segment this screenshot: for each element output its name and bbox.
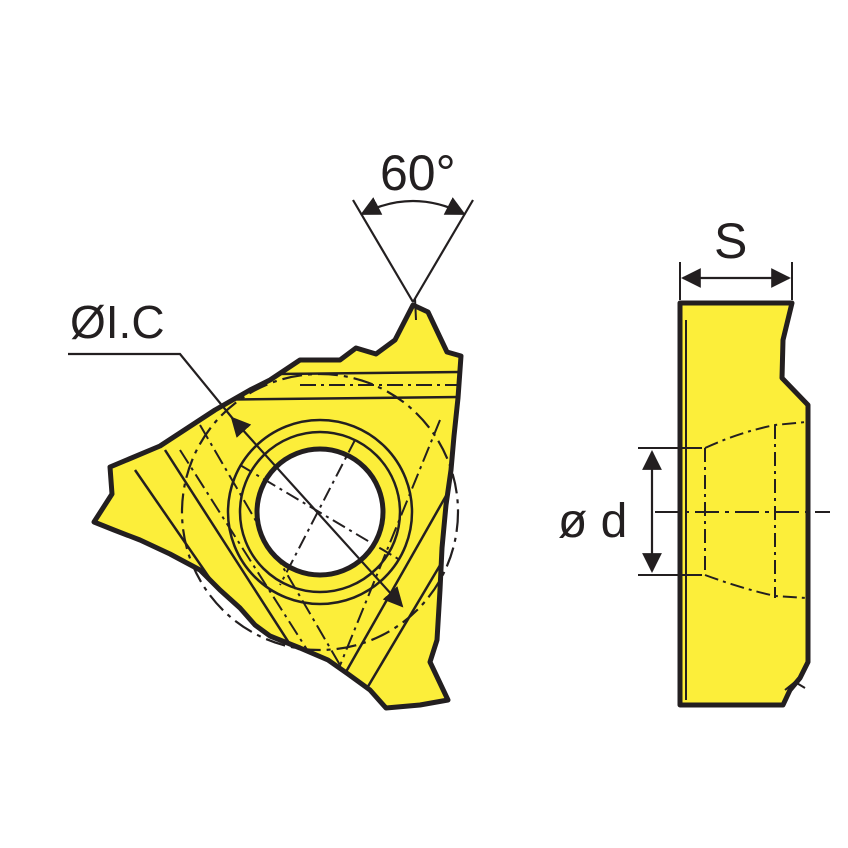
angle-dimension <box>352 197 474 303</box>
ic-arrow-line <box>230 416 404 608</box>
ic-label: ØI.C <box>70 296 165 348</box>
insert-front-view <box>91 297 464 711</box>
insert-side-view <box>655 300 830 708</box>
hole-taper-bottom <box>704 574 807 599</box>
top-edge-line-2 <box>189 395 461 402</box>
hole-taper-top <box>704 421 807 449</box>
d-label: ø d <box>558 495 627 548</box>
angle-label: 60° <box>380 145 456 201</box>
s-dimension <box>679 262 793 300</box>
ic-leader <box>68 352 239 426</box>
d-dimension <box>638 447 702 576</box>
s-label: S <box>714 213 747 269</box>
side-body <box>677 300 811 708</box>
tip-tick <box>414 297 417 321</box>
ic-dimension <box>68 352 404 608</box>
inscribed-circle <box>180 372 460 652</box>
angle-arc <box>360 197 466 215</box>
side-corner-chip <box>784 680 806 691</box>
angle-leg-left <box>352 199 414 303</box>
angle-leg-right <box>412 199 474 303</box>
